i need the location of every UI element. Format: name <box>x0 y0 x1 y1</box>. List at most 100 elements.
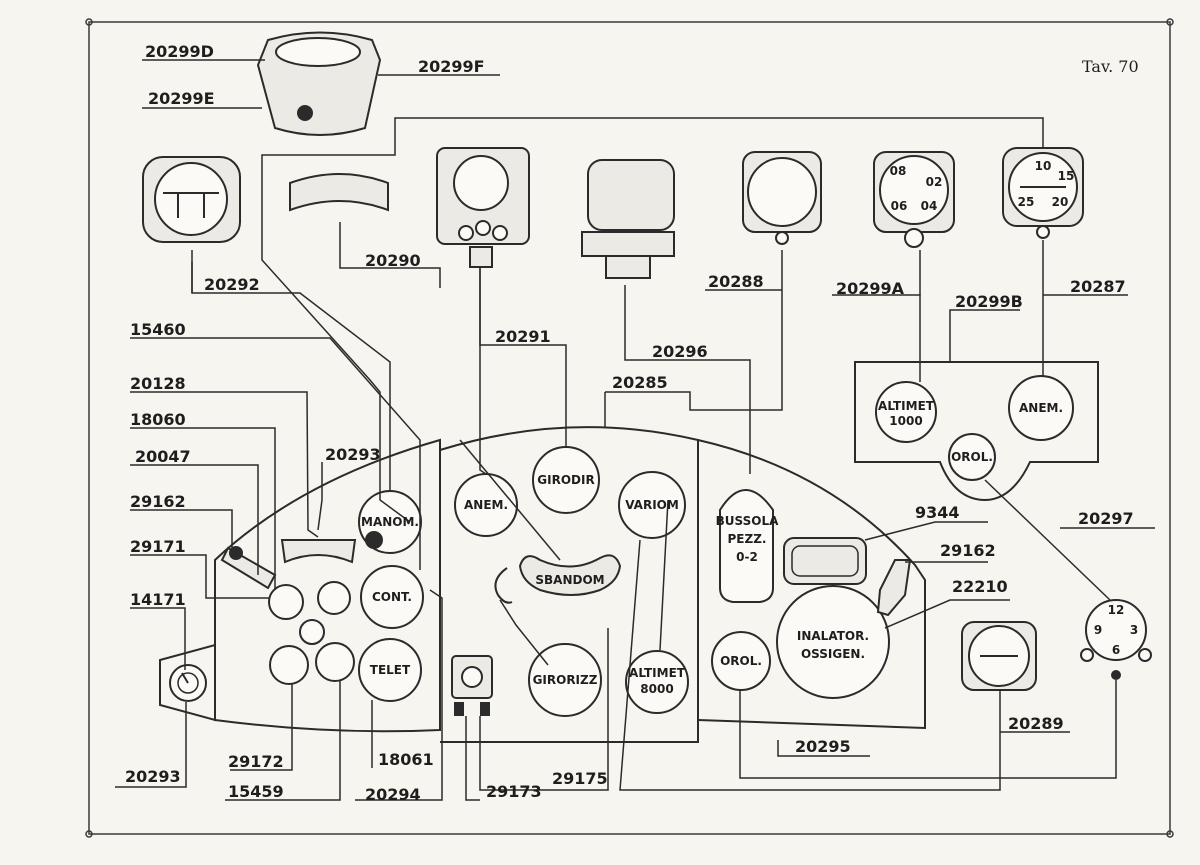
plate-frame <box>88 21 1171 835</box>
instrument-label: GIRODIR <box>537 473 594 487</box>
teletermometer-gauge <box>358 638 422 702</box>
dial-mark: 10 <box>1035 159 1052 173</box>
sub-panel-outline <box>854 361 1099 502</box>
part-number: 20294 <box>365 785 421 804</box>
instrument-label: CONT. <box>372 590 412 604</box>
instrument-label: VARIOM <box>625 498 679 512</box>
part-number: 20296 <box>652 342 708 361</box>
gyro-horizon-gauge <box>528 643 602 717</box>
part-number: 20299D <box>145 42 214 61</box>
part-number: 20285 <box>612 373 668 392</box>
instrument-label: GIRORIZZ <box>533 673 598 687</box>
right-panel-outline <box>697 439 926 730</box>
part-number: 29172 <box>228 752 284 771</box>
gyro-unit-base <box>581 231 675 257</box>
part-number: 18060 <box>130 410 186 429</box>
part-number: 29171 <box>130 537 186 556</box>
level-indicator <box>280 539 357 564</box>
left-panel-outline <box>214 438 441 733</box>
instrument-label: PEZZ. <box>728 532 767 546</box>
plate-title: Tav. 70 <box>1082 57 1139 76</box>
instrument-label: OROL. <box>951 450 993 464</box>
part-number: 29173 <box>486 782 542 801</box>
counter-gauge <box>360 565 424 629</box>
dial-mark: 06 <box>891 199 908 213</box>
instrument-label: ANEM. <box>1019 401 1063 415</box>
gyro-unit <box>587 159 675 231</box>
oxygen-flow-indicator <box>783 537 867 585</box>
oxygen-valve <box>876 559 912 617</box>
part-number: 20291 <box>495 327 551 346</box>
part-number: 15459 <box>228 782 284 801</box>
part-number: 29175 <box>552 769 608 788</box>
small-gauge-a <box>268 584 304 620</box>
airspeed-sub-gauge <box>1008 375 1074 441</box>
clock-panel-gauge <box>711 631 771 691</box>
bank-indicator-detached <box>289 173 389 212</box>
part-number-labels: 20299D 20299F 20299E 20292 20290 20291 2… <box>125 42 1134 804</box>
part-number: 29162 <box>130 492 186 511</box>
altimeter-1000-dial <box>879 155 949 225</box>
part-number: 14171 <box>130 590 186 609</box>
part-number: 20047 <box>135 447 191 466</box>
instrument-label: 0-2 <box>736 550 758 564</box>
small-gauge-b <box>317 581 351 615</box>
part-number: 20297 <box>1078 509 1134 528</box>
part-number: 20299E <box>148 89 215 108</box>
instrument-label: MANOM. <box>361 515 419 529</box>
part-number: 20293 <box>325 445 381 464</box>
instrument-labels: MANOM. CONT. TELET ANEM. GIRODIR VARIOM … <box>361 399 1063 696</box>
oxygen-inhaler-gauge <box>776 585 890 699</box>
dial-mark: 15 <box>1058 169 1075 183</box>
part-number: 20128 <box>130 374 186 393</box>
central-panel-outline <box>439 426 699 743</box>
clock-sub-gauge <box>948 433 996 481</box>
part-number: 20287 <box>1070 277 1126 296</box>
altimeter-8000-gauge <box>625 650 689 714</box>
dial-mark: 20 <box>1052 195 1069 209</box>
part-number: 20293 <box>125 767 181 786</box>
small-gauge-e <box>315 642 355 682</box>
part-number: 20292 <box>204 275 260 294</box>
dial-mark: 02 <box>926 175 943 189</box>
clock-right <box>1085 599 1147 661</box>
airspeed-detached-base <box>469 246 493 268</box>
instrument-label: OSSIGEN. <box>801 647 865 661</box>
part-number: 20299A <box>836 279 905 298</box>
instrument-label: ALTIMET <box>878 399 935 413</box>
instrument-label: 1000 <box>889 414 922 428</box>
part-number: 15460 <box>130 320 186 339</box>
part-number: 20299F <box>418 57 485 76</box>
leader-lines <box>115 59 1155 801</box>
bracket-opening <box>275 37 361 67</box>
small-gauge-d <box>269 645 309 685</box>
level-knob <box>365 531 383 549</box>
bank-indicator <box>518 554 622 596</box>
dial-mark: 08 <box>890 164 907 178</box>
dial-mark: 9 <box>1094 623 1102 637</box>
variometer-gauge <box>618 471 686 539</box>
small-gauge-c <box>299 619 325 645</box>
instrument-label: OROL. <box>720 654 762 668</box>
dial-mark: 25 <box>1018 195 1035 209</box>
instrument-label: INALATOR. <box>797 629 869 643</box>
gyro-unit-foot <box>605 255 651 279</box>
dial-mark: 04 <box>921 199 938 213</box>
instrument-label: 8000 <box>640 682 673 696</box>
dial-mark: 6 <box>1112 643 1120 657</box>
part-number: 20299B <box>955 292 1023 311</box>
bank-bracket <box>494 567 513 604</box>
part-number: 9344 <box>915 503 960 522</box>
altimeter-1000-gauge <box>875 381 937 443</box>
instrument-label: TELET <box>370 663 411 677</box>
part-number: 20295 <box>795 737 851 756</box>
instrument-label: BUSSOLA <box>716 514 779 528</box>
part-number: 20288 <box>708 272 764 291</box>
instrument-label: ANEM. <box>464 498 508 512</box>
part-number: 20289 <box>1008 714 1064 733</box>
part-number: 20290 <box>365 251 421 270</box>
side-plate-outline <box>159 643 216 722</box>
compass-body <box>719 489 774 603</box>
part-number: 29162 <box>940 541 996 560</box>
